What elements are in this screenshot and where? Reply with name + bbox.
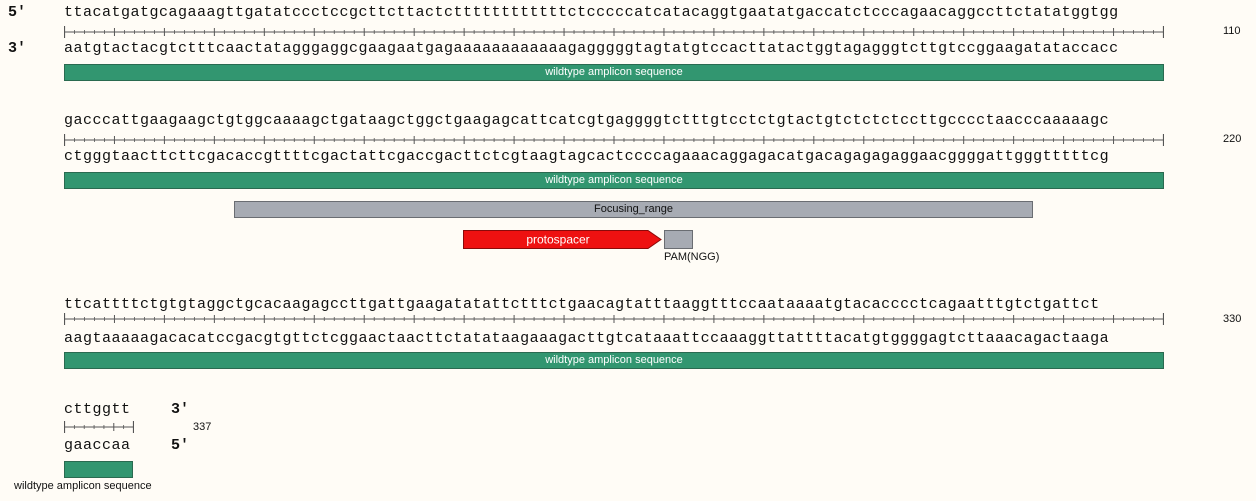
top-strand-sequence: ttcattttctgtgtaggctgcacaagagccttgattgaag… [64,296,1100,313]
amplicon-feature-bar[interactable]: wildtype amplicon sequence [64,64,1164,81]
bottom-strand-sequence: gaaccaa [64,437,131,454]
bottom-strand-sequence: aagtaaaaagacacatccgacgtgttctcggaactaactt… [64,330,1110,347]
three-prime-label: 3' [8,40,27,57]
position-number: 337 [193,421,212,433]
sequence-ruler [64,26,1164,38]
top-strand-sequence: gacccattgaagaagctgtggcaaaagctgataagctggc… [64,112,1110,129]
pam-label: PAM(NGG) [664,251,720,263]
three-prime-label: 3' [171,401,190,418]
amplicon-feature-bar[interactable]: wildtype amplicon sequence [64,172,1164,189]
bottom-strand-sequence: aatgtactacgtctttcaactatagggaggcgaagaatga… [64,40,1119,57]
top-strand-sequence: ttacatgatgcagaaagttgatatccctccgcttcttact… [64,4,1119,21]
protospacer-label: protospacer [526,233,589,247]
pam-feature-bar[interactable] [664,230,693,249]
position-number: 330 [1223,313,1242,325]
protospacer-feature-arrow[interactable]: protospacer [463,230,663,249]
amplicon-feature-bar[interactable]: wildtype amplicon sequence [64,352,1164,369]
sequence-ruler [64,421,134,433]
bottom-strand-sequence: ctgggtaacttcttcgacaccgttttcgactattcgaccg… [64,148,1110,165]
top-strand-sequence: cttggtt [64,401,131,418]
five-prime-label: 5' [171,437,190,454]
sequence-ruler [64,134,1164,146]
focusing-range-feature-bar[interactable]: Focusing_range [234,201,1033,218]
amplicon-feature-label: wildtype amplicon sequence [14,480,152,492]
position-number: 220 [1223,133,1242,145]
amplicon-feature-bar[interactable] [64,461,133,478]
five-prime-label: 5' [8,4,27,21]
position-number: 110 [1223,25,1241,37]
sequence-ruler [64,313,1164,325]
